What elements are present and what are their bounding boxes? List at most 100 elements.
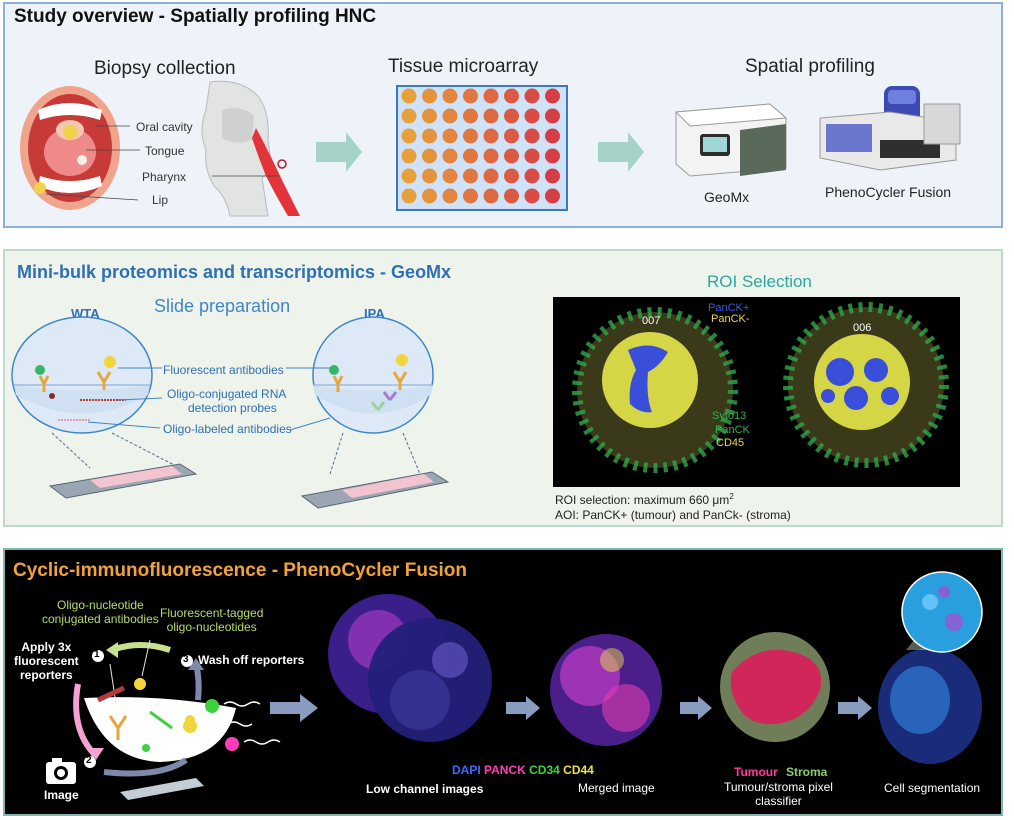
tma-core xyxy=(463,188,478,204)
arrow-to-merged xyxy=(506,696,540,720)
tma-core xyxy=(463,108,478,124)
label-pharynx: Pharynx xyxy=(142,170,187,184)
image-label: Image xyxy=(44,788,79,802)
head-profile-illustration xyxy=(201,80,300,217)
phenocycler-title: Cyclic-immunofluorescence - PhenoCycler … xyxy=(13,560,467,581)
tma-core xyxy=(483,108,499,124)
marker-dapi: DAPI xyxy=(452,763,481,777)
phenocycler-panel xyxy=(3,548,1003,816)
tma-core xyxy=(524,148,540,164)
arrow-1 xyxy=(316,132,362,172)
aoi-note: AOI: PanCK+ (tumour) and PanCk- (stroma) xyxy=(555,508,791,522)
tma-core xyxy=(545,148,560,164)
tma-core xyxy=(483,88,499,104)
tumour-label: Tumour xyxy=(734,765,778,779)
marker-cd34: CD34 xyxy=(529,763,560,777)
step-3: 3 xyxy=(183,654,189,665)
tma-core xyxy=(422,148,437,164)
study-overview-title: Study overview - Spatially profiling HNC xyxy=(14,6,377,27)
tma-core xyxy=(524,108,540,124)
roi-id-006: 006 xyxy=(853,322,872,334)
label-oral-cavity: Oral cavity xyxy=(136,120,193,134)
tma-core xyxy=(504,128,519,144)
biopsy-heading: Biopsy collection xyxy=(94,58,236,79)
tma-cores xyxy=(401,88,560,204)
arrow-to-segmentation xyxy=(838,696,872,720)
marker-panck: PANCK xyxy=(484,763,526,777)
roi-legend-pos: PanCK+ xyxy=(708,302,750,314)
marker-legend: DAPI PANCK CD34 CD44 xyxy=(452,763,594,777)
tma-core xyxy=(483,148,499,164)
tma-core xyxy=(422,168,437,184)
step-2: 2 xyxy=(86,755,92,766)
label-oligo-rna-2: detection probes xyxy=(188,401,277,415)
tma-core xyxy=(442,168,458,184)
segmentation-zoom xyxy=(901,571,983,653)
roi-id-007: 007 xyxy=(642,315,661,327)
tma-slide xyxy=(396,85,568,211)
tma-core xyxy=(504,168,519,184)
wta-circle xyxy=(11,316,153,434)
slide-prep-illustrations xyxy=(11,297,960,509)
label-oligo-rna-1: Oligo-conjugated RNA xyxy=(167,387,287,401)
tma-core xyxy=(483,188,499,204)
stain-syto13: Syto13 xyxy=(712,410,747,422)
merged-label: Merged image xyxy=(578,781,655,795)
tma-core xyxy=(545,128,560,144)
tma-core xyxy=(401,168,417,184)
tma-core xyxy=(483,168,499,184)
tissue-bowl xyxy=(84,697,236,762)
tma-core xyxy=(545,88,560,104)
low-channel-label: Low channel images xyxy=(366,782,484,796)
tma-core xyxy=(545,188,560,204)
tma-core xyxy=(442,188,458,204)
label-geomx: GeoMx xyxy=(704,189,750,205)
phenocycler-instrument xyxy=(819,86,961,171)
stain-cd45: CD45 xyxy=(716,437,745,449)
marker-cd44: CD44 xyxy=(563,763,594,777)
tma-core xyxy=(504,88,519,104)
geomx-instrument xyxy=(674,103,788,177)
wash-off-label: Wash off reporters xyxy=(198,653,305,667)
roi-legend-neg: PanCK- xyxy=(711,313,750,325)
tma-core xyxy=(401,188,417,204)
tma-core xyxy=(504,188,519,204)
label-fluorescent-antibodies: Fluorescent antibodies xyxy=(163,363,284,377)
tma-core xyxy=(524,88,540,104)
tma-core xyxy=(422,108,437,124)
tma-core xyxy=(463,88,478,104)
slide-prep-heading: Slide preparation xyxy=(154,296,291,316)
tma-core xyxy=(524,168,540,184)
arrow-2 xyxy=(598,132,644,172)
label-oligo-antibodies: Oligo-labeled antibodies xyxy=(163,422,292,436)
tma-core xyxy=(401,88,417,104)
tma-core xyxy=(545,168,560,184)
tma-core xyxy=(442,108,458,124)
tma-core xyxy=(401,148,417,164)
tma-core xyxy=(442,128,458,144)
tma-core xyxy=(524,128,540,144)
tma-core xyxy=(422,188,437,204)
arrow-to-low-channel xyxy=(270,694,318,722)
stroma-label: Stroma xyxy=(786,765,828,779)
arrow-to-classifier xyxy=(680,696,712,720)
roi-note: ROI selection: maximum 660 μm2 xyxy=(555,492,734,507)
label-phenocycler: PhenoCycler Fusion xyxy=(825,184,952,200)
tma-core xyxy=(401,128,417,144)
tma-core xyxy=(463,128,478,144)
tma-core xyxy=(422,88,437,104)
tma-core xyxy=(545,108,560,124)
overview-illustrations xyxy=(20,80,961,217)
ipa-circle xyxy=(312,316,434,434)
tma-core xyxy=(442,148,458,164)
spatial-heading: Spatial profiling xyxy=(745,56,875,77)
tma-core xyxy=(463,148,478,164)
mouth-illustration xyxy=(20,86,120,210)
label-tongue: Tongue xyxy=(145,144,185,158)
label-lip: Lip xyxy=(152,193,169,207)
